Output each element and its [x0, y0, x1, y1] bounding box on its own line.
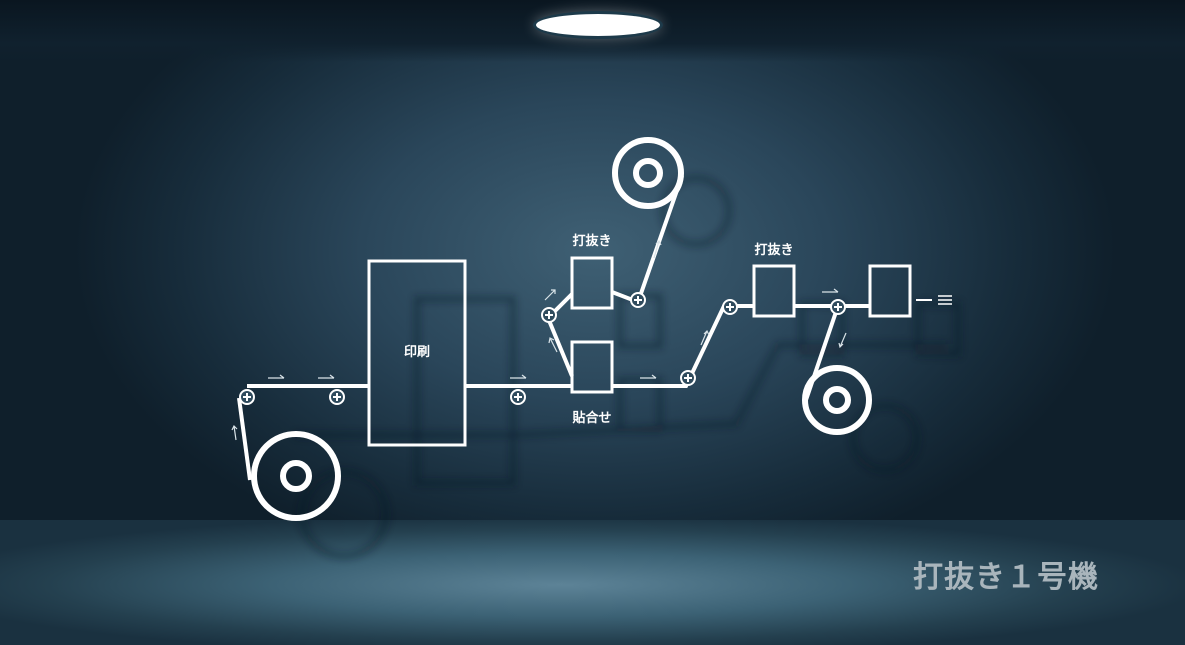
web-line-laminate-up	[545, 292, 574, 377]
laminate-unit: 貼合せ	[570, 340, 614, 426]
arrow-icon	[548, 337, 558, 353]
ceiling-light	[536, 14, 660, 36]
arrow-icon	[268, 374, 285, 379]
output-unit	[868, 264, 952, 318]
die-cut-label-1: 打抜き	[572, 233, 611, 249]
rewind-roll	[802, 365, 872, 435]
web-line-laminate-out	[612, 304, 754, 388]
laminate-label: 貼合せ	[572, 410, 611, 426]
guide-roller-icon	[329, 389, 345, 405]
arrow-icon	[700, 329, 710, 346]
arrow-icon	[231, 424, 238, 441]
arrow-icon	[822, 288, 839, 293]
arrow-icon	[653, 239, 662, 259]
die-cut-label-2: 打抜き	[754, 242, 793, 258]
guide-roller-icon	[722, 299, 738, 315]
guide-rollers	[239, 292, 846, 405]
arrow-icon	[318, 374, 335, 379]
guide-roller-icon	[239, 389, 255, 405]
arrow-icon	[640, 374, 657, 379]
upper-die-cut-unit: 打抜き	[570, 233, 614, 310]
guide-roller-icon	[541, 307, 557, 323]
print-unit: 印刷	[367, 259, 467, 447]
guide-roller-icon	[680, 370, 696, 386]
machine-name-label: 打抜き１号機	[913, 560, 1099, 595]
floor	[0, 520, 1185, 645]
direction-arrows	[231, 239, 847, 441]
unwind-roll	[251, 431, 341, 521]
diagram-shadow	[295, 175, 961, 559]
guide-roller-icon	[510, 389, 526, 405]
arrow-icon	[544, 289, 556, 301]
upper-roll	[612, 137, 684, 209]
arrow-icon	[838, 332, 847, 349]
lower-die-cut-unit: 打抜き	[752, 242, 796, 318]
guide-roller-icon	[830, 299, 846, 315]
arrow-icon	[510, 374, 527, 379]
print-label: 印刷	[404, 345, 430, 360]
web-line-unwind	[237, 397, 252, 481]
guide-roller-icon	[630, 292, 646, 308]
